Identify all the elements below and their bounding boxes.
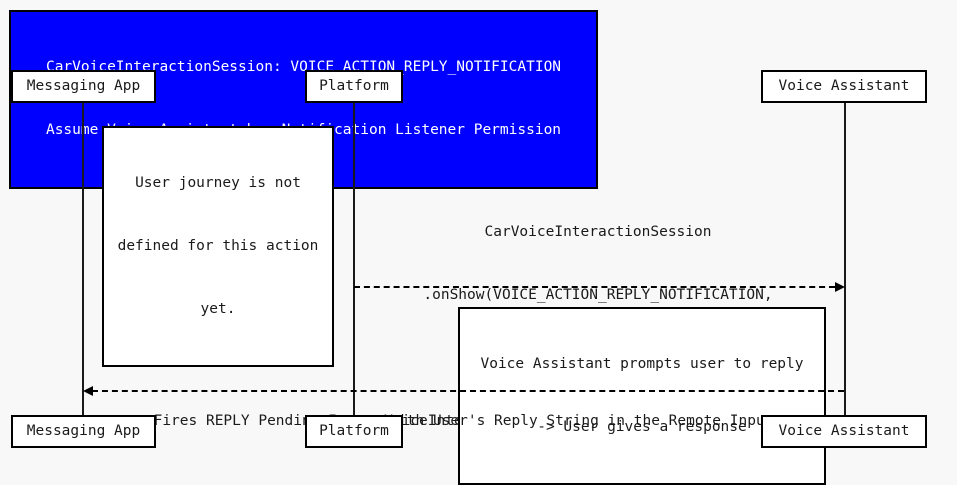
note-user-journey-line-3: yet. [200,301,236,317]
message-arrow-onshow [354,286,835,288]
note-voice-prompt-line-2: -> User gives a response [537,419,747,435]
note-user-journey-line-1: User journey is not [135,175,301,191]
note-voice-prompt: Voice Assistant prompts user to reply ->… [458,307,826,485]
participant-top-voice-assistant[interactable]: Voice Assistant [761,70,927,103]
message-arrowhead-onshow-right [835,282,845,292]
participant-bottom-voice-assistant[interactable]: Voice Assistant [761,415,927,448]
participant-top-platform[interactable]: Platform [305,70,403,103]
message-onshow-line-2: .onShow(VOICE_ACTION_REPLY_NOTIFICATION, [423,287,773,303]
lifeline-platform [353,103,355,415]
participant-bottom-platform[interactable]: Platform [305,415,403,448]
message-onshow-line-1: CarVoiceInteractionSession [484,224,712,240]
note-user-journey-line-2: defined for this action [117,238,319,254]
participant-bottom-messaging-app[interactable]: Messaging App [11,415,156,448]
lifeline-messaging-app [82,103,84,415]
note-user-journey: User journey is not defined for this act… [102,126,334,367]
message-arrow-reply-intent [92,390,844,392]
message-label-reply-intent: Fires REPLY Pending Intent with User's R… [83,369,844,474]
message-arrowhead-reply-intent-left [83,386,93,396]
lifeline-voice-assistant [844,103,846,415]
sequence-diagram-canvas: CarVoiceInteractionSession: VOICE_ACTION… [9,10,927,485]
message-reply-intent-line-1: Fires REPLY Pending Intent with User's R… [153,413,774,429]
note-voice-prompt-line-1: Voice Assistant prompts user to reply [480,356,804,372]
participant-top-messaging-app[interactable]: Messaging App [11,70,156,103]
